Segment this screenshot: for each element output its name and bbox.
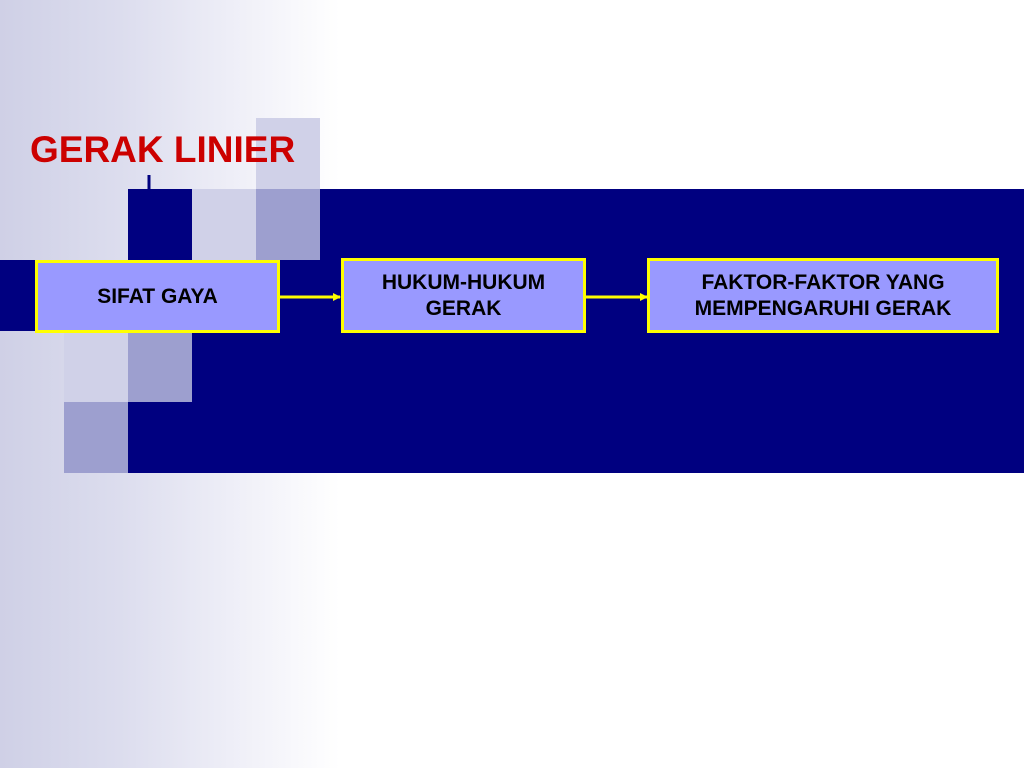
node-hukum-hukum-gerak: HUKUM-HUKUM GERAK <box>341 258 586 333</box>
node-label: HUKUM-HUKUM GERAK <box>381 270 546 320</box>
node-label: FAKTOR-FAKTOR YANG MEMPENGARUHI GERAK <box>694 270 952 320</box>
decor-square <box>256 118 320 189</box>
decor-square <box>128 331 192 402</box>
decor-square <box>64 331 128 402</box>
slide-title: GERAK LINIER <box>30 129 296 170</box>
node-label: SIFAT GAYA <box>97 284 218 308</box>
decor-square <box>64 402 128 473</box>
node-faktor-faktor: FAKTOR-FAKTOR YANG MEMPENGARUHI GERAK <box>647 258 999 333</box>
node-sifat-gaya: SIFAT GAYA <box>35 260 280 333</box>
decor-square <box>192 189 256 260</box>
decor-square <box>256 189 320 260</box>
